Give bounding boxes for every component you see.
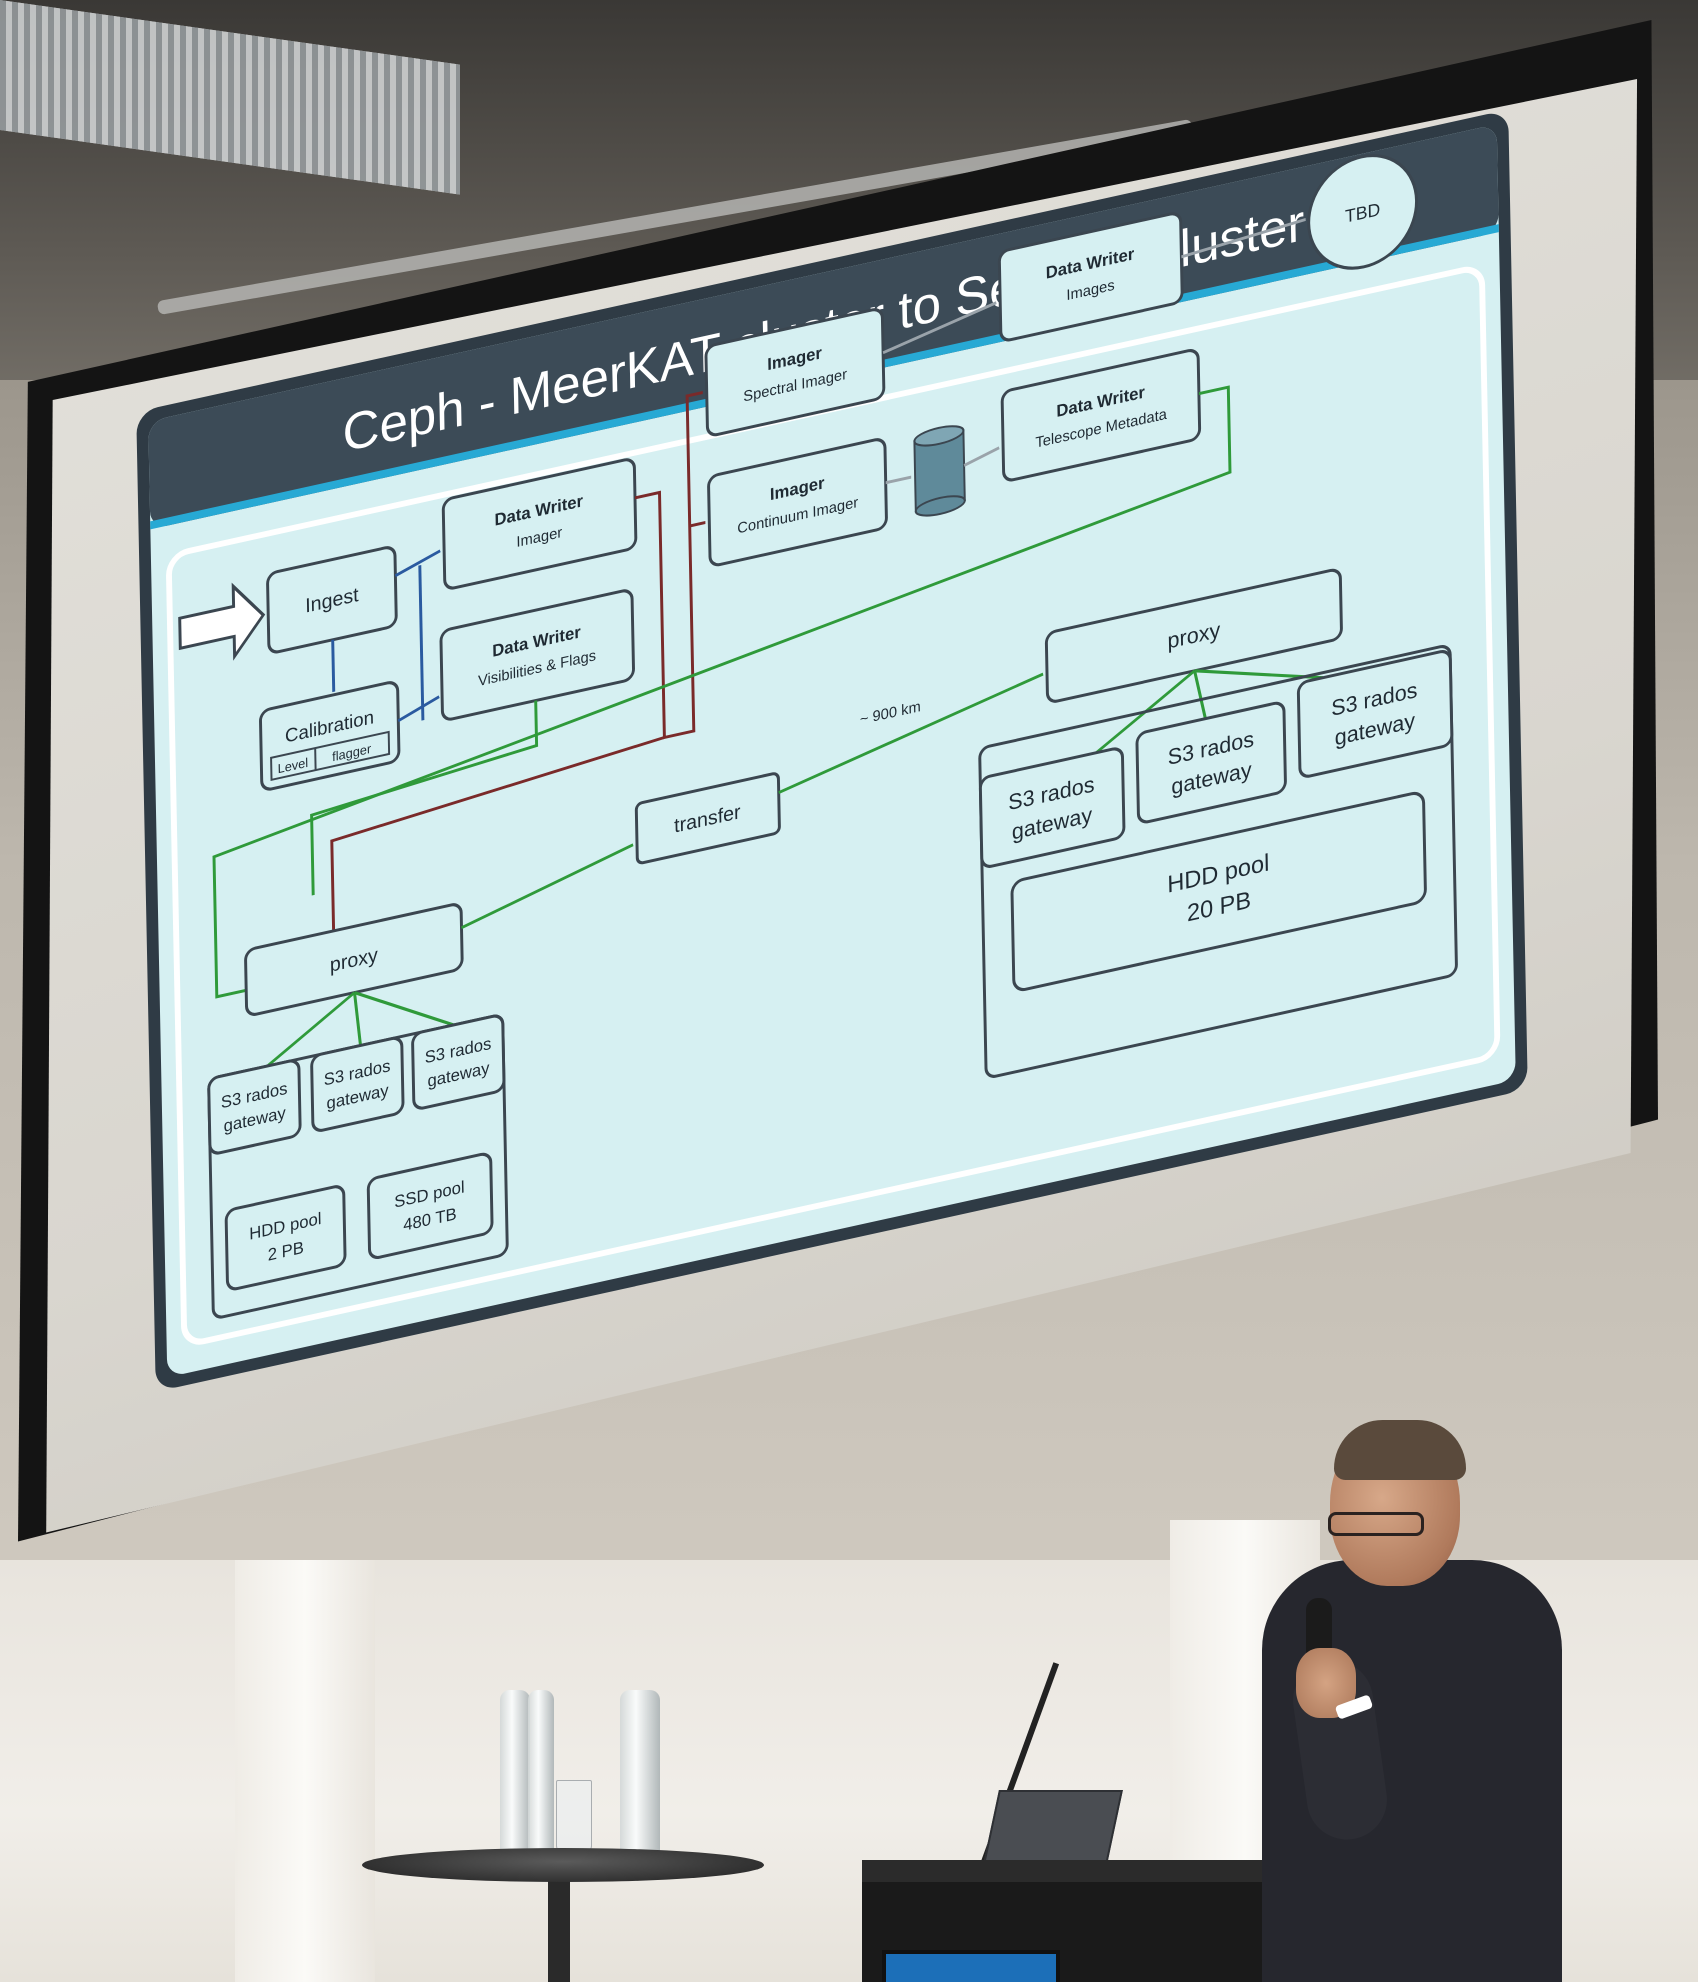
speaker-glasses xyxy=(1328,1512,1424,1536)
left-storage-cluster: S3 rados gateway S3 rados gateway S3 rad… xyxy=(207,1014,509,1319)
wall-pillar xyxy=(235,1560,375,1982)
imager-continuum-box: Imager Continuum Imager xyxy=(707,438,888,567)
hdd-pool-left: HDD pool 2 PB xyxy=(224,1185,347,1291)
ssd-pool-left: SSD pool 480 TB xyxy=(366,1152,494,1260)
calibration-level-label: Level xyxy=(278,755,309,777)
cocktail-table xyxy=(362,1848,764,1882)
ingest-box: Ingest xyxy=(266,546,398,654)
s3-gateway-right-2: S3 rados gateway xyxy=(1135,701,1287,824)
cocktail-table-stem xyxy=(548,1870,570,1982)
pipeline-connectors xyxy=(212,217,1306,999)
s3-gateway-left-1: S3 rados gateway xyxy=(207,1059,302,1155)
imager-spectral-box: Imager Spectral Imager xyxy=(704,308,886,437)
drinking-glass xyxy=(556,1780,592,1852)
right-storage-cluster: S3 rados gateway S3 rados gateway S3 rad… xyxy=(978,645,1458,1078)
input-arrow-icon xyxy=(178,582,266,661)
water-bottle xyxy=(620,1690,660,1865)
water-bottle xyxy=(500,1690,530,1860)
tbd-circle: TBD xyxy=(1307,154,1418,270)
proxy-left-box: proxy xyxy=(244,903,464,1016)
s3-gateway-left-3: S3 rados gateway xyxy=(411,1014,506,1110)
calibration-box: Calibration Level flagger xyxy=(259,681,401,791)
storage-cylinder-icon xyxy=(913,425,966,517)
data-writer-imager-box: Data Writer Imager xyxy=(441,458,638,590)
data-writer-visibilities-box: Data Writer Visibilities & Flags xyxy=(439,589,635,721)
lectern-monitor xyxy=(882,1950,1060,1982)
s3-gateway-right-3: S3 rados gateway xyxy=(1296,650,1454,778)
water-bottle xyxy=(528,1690,554,1860)
projected-slide: Ceph - MeerKAT cluster to SeeKAT cluster… xyxy=(136,113,1528,1388)
s3-gateway-left-2: S3 rados gateway xyxy=(310,1036,405,1132)
s3-gateway-right-1: S3 rados gateway xyxy=(978,747,1126,868)
transfer-box: transfer xyxy=(634,772,781,865)
speaker-hair xyxy=(1334,1420,1466,1480)
data-writer-telescope-box: Data Writer Telescope Metadata xyxy=(1000,349,1202,482)
proxy-right-box: proxy xyxy=(1044,568,1343,703)
hdd-pool-right: HDD pool 20 PB xyxy=(1010,791,1427,992)
transfer-connectors xyxy=(266,669,1324,1068)
